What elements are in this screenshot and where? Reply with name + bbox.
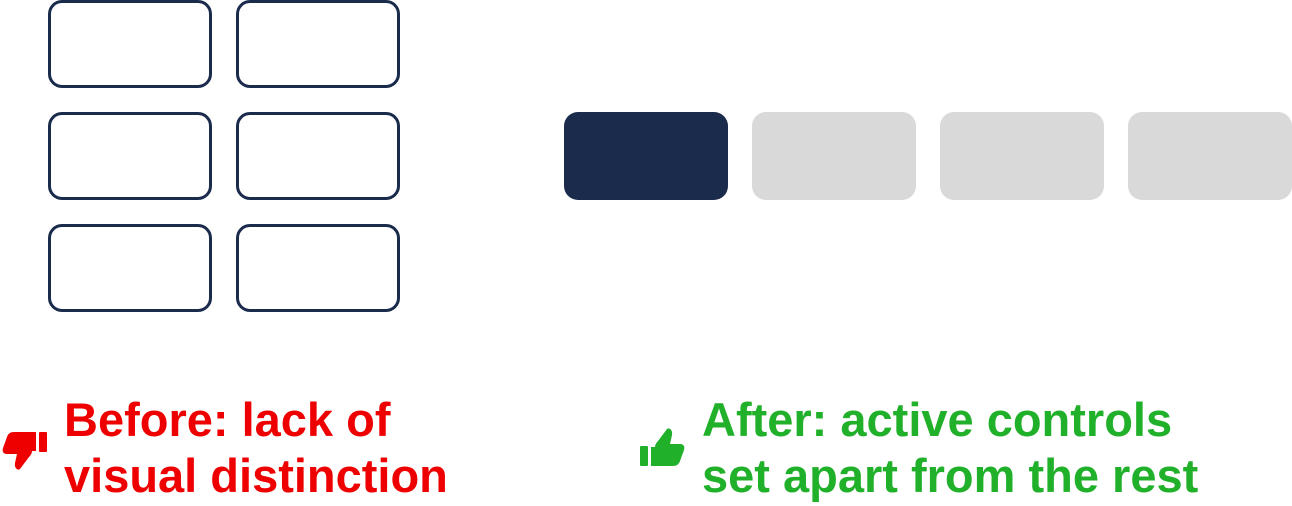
thumbs-down-icon (2, 432, 47, 470)
before-caption-line-2: visual distinction (64, 449, 448, 502)
after-caption-line-2: set apart from the rest (702, 449, 1199, 502)
before-control-box[interactable] (48, 112, 212, 200)
before-caption: Before: lack of visual distinction (64, 392, 448, 504)
after-inactive-segment[interactable] (1128, 112, 1292, 200)
after-inactive-segment[interactable] (940, 112, 1104, 200)
after-inactive-segment[interactable] (752, 112, 916, 200)
before-control-grid (48, 0, 400, 312)
before-control-box[interactable] (236, 0, 400, 88)
before-control-box[interactable] (48, 224, 212, 312)
before-caption-line-1: Before: lack of (64, 393, 391, 446)
thumbs-up-icon (640, 428, 685, 466)
after-caption: After: active controls set apart from th… (702, 392, 1198, 504)
before-control-box[interactable] (48, 0, 212, 88)
after-caption-line-1: After: active controls (702, 393, 1173, 446)
after-segmented-control (564, 112, 1292, 200)
after-active-segment[interactable] (564, 112, 728, 200)
before-control-box[interactable] (236, 224, 400, 312)
before-control-box[interactable] (236, 112, 400, 200)
